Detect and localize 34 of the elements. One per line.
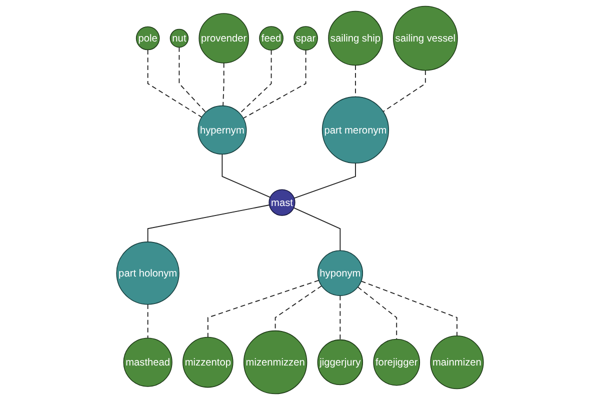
node-circle: mast [268,189,296,216]
connector [178,46,206,113]
connector [147,204,270,242]
connector [274,285,322,332]
node-circle: hyponym [317,250,364,296]
node-circle: hypernym [198,105,247,155]
connector [147,49,202,118]
node-circle: spar [294,26,318,50]
connector [242,50,306,119]
node-circle: feed [259,26,284,50]
node-circle: provender [198,13,249,64]
node-circle: mizenmizzen [243,330,308,394]
node-circle: pole [136,26,160,50]
connector [147,304,148,339]
node-circle: forejigger [373,338,420,386]
node-circle: masthead [123,338,172,387]
node-circle: sailing vessel [392,6,458,71]
connector [239,50,272,114]
connector [360,280,458,336]
node-circle: sailing ship [328,10,383,66]
connector [222,154,271,198]
connector [357,286,398,340]
node-circle: jiggerjury [317,339,364,386]
connector [382,70,426,112]
connector [293,207,341,252]
connector [340,295,341,340]
connector [222,62,224,106]
node-circle: part holonym [116,242,180,305]
node-circle: mainmizen [430,335,484,390]
connector [207,280,320,338]
connector [294,162,356,199]
node-circle: nut [170,28,189,48]
node-circle: mizzentop [182,336,234,388]
node-circle: part meronym [322,96,390,164]
